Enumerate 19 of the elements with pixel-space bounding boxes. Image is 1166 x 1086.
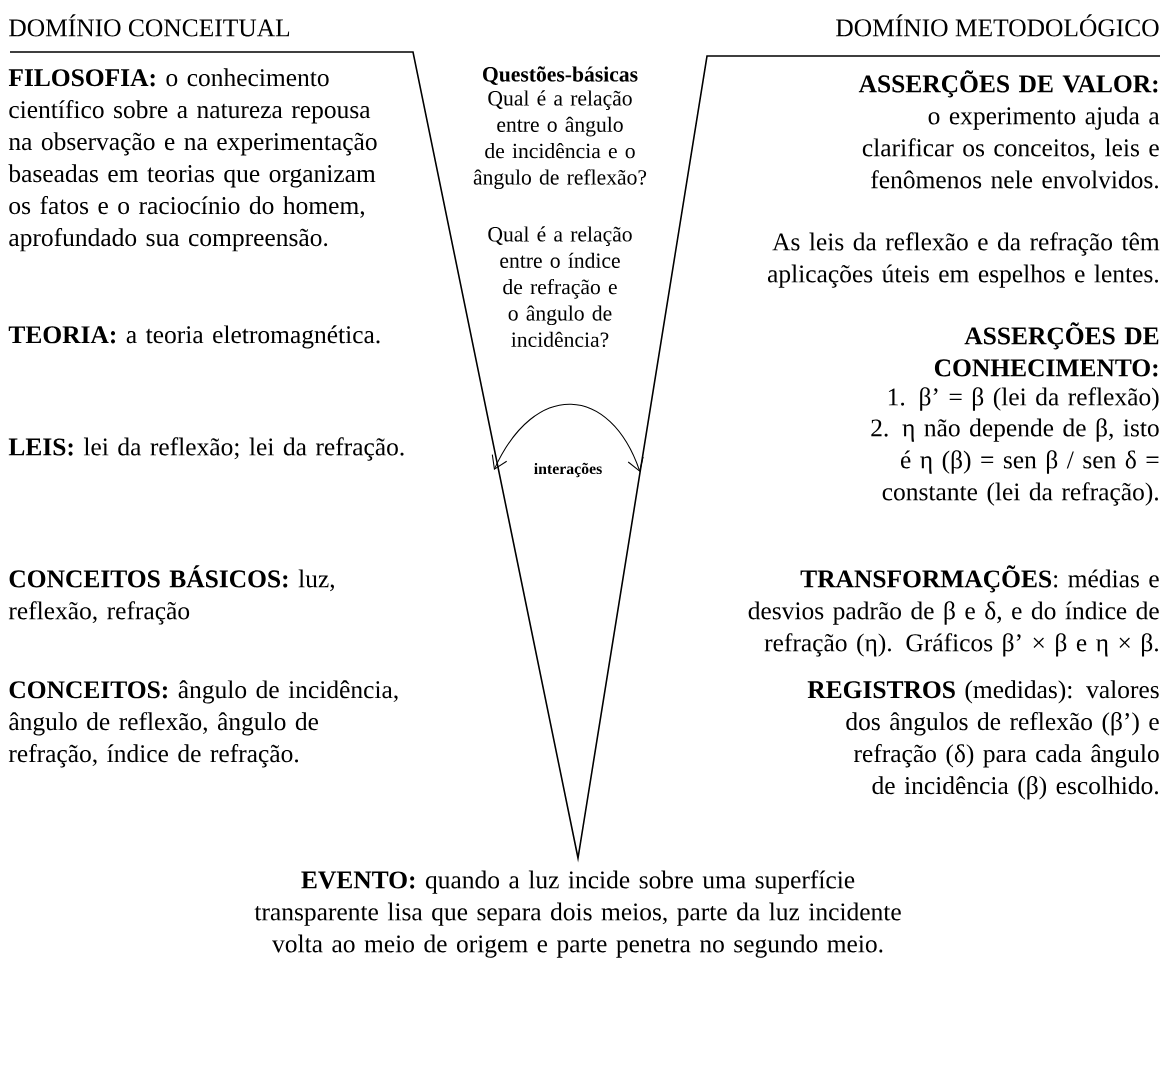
paragraph: REGISTROS (medidas): valores dos ângulos de reflexão (β’) e refração (δ) para cada ângulo de incidência (β) escolhido. xyxy=(807,680,1159,800)
paragraph: TRANSFORMAÇÕES: médias e desvios padrão de β e δ, e do índice de refração (η). Gráficos β’ × β e η × β. xyxy=(748,565,1159,657)
arrow-label: interações xyxy=(534,462,602,478)
paragraph: CONCEITOS: ângulo de incidência, ângulo de reflexão, ângulo de refração, índice de refração. xyxy=(8,680,398,768)
paragraph: FILOSOFIA: o conhecimento científico sobre a natureza repousa na observação e na experimentação baseadas em teorias que organizam os fatos e o raciocínio do homem, aprofundado sua compreensão. xyxy=(8,68,377,252)
list-item: 2. η não depende de β, isto é η (β) = sen β / sen δ = constante (lei da refração). xyxy=(871,418,1159,506)
question: Qual é a relação entre o índice de refração e o ângulo de incidência? xyxy=(488,226,632,348)
paragraph: TEORIA: a teoria eletromagnética. xyxy=(8,325,380,349)
domain-heading: DOMÍNIO CONCEITUAL xyxy=(9,14,290,37)
list-item: 1. β’ = β (lei da reflexão) xyxy=(888,387,1159,411)
paragraph: CONCEITOS BÁSICOS: luz, reflexão, refração xyxy=(8,565,334,625)
paragraph: ASSERÇÕES DE VALOR: o experimento ajuda a clarificar os conceitos, leis e fenômenos nele envolvidos. xyxy=(858,70,1160,189)
paragraph: As leis da reflexão e da refração têm aplicações úteis em espelhos e lentes. xyxy=(767,232,1160,288)
paragraph: EVENTO: quando a luz incide sobre uma superfície transparente lisa que separa dois meios, parte da luz incidente volta ao meio de origem e parte penetra no segundo meio. xyxy=(254,870,901,958)
domain-heading: DOMÍNIO METODOLÓGICO xyxy=(836,14,1159,37)
question-heading: Questões-básicas xyxy=(483,66,638,85)
question: Qual é a relação entre o ângulo de incidência e o ângulo de reflexão? xyxy=(473,90,647,190)
paragraph: LEIS: lei da reflexão; lei da refração. xyxy=(8,437,404,461)
section-heading: ASSERÇÕES DE CONHECIMENTO: xyxy=(934,322,1159,377)
